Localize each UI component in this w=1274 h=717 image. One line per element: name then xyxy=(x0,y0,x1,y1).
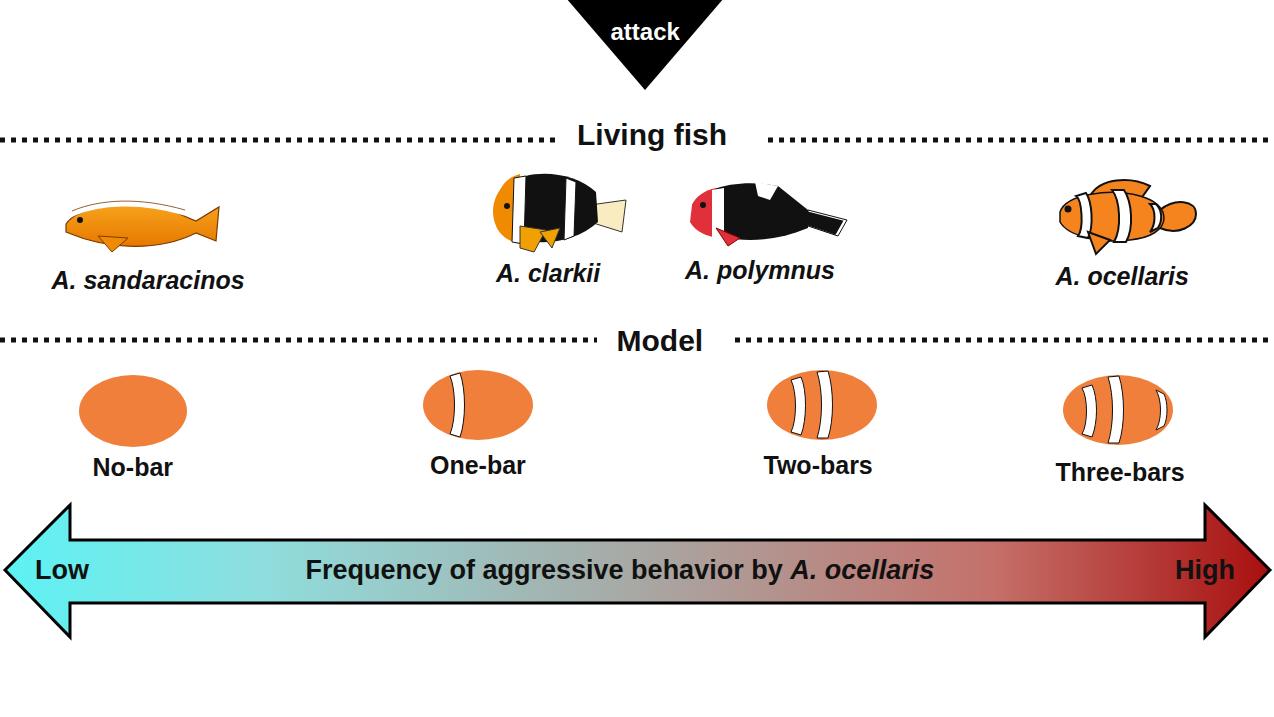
stripe-edge xyxy=(72,201,185,211)
model-one-bar xyxy=(423,370,533,440)
fish-eye xyxy=(77,217,83,223)
double-arrow-shape xyxy=(5,505,1270,637)
tail-edge xyxy=(808,210,847,236)
section-heading: Model xyxy=(607,324,714,358)
triangle-shape xyxy=(566,0,724,90)
fish-fin xyxy=(98,236,128,252)
dotted-line xyxy=(768,138,1274,143)
fish-eye xyxy=(1065,206,1072,213)
fish-ocellaris xyxy=(1060,180,1196,254)
white-bar xyxy=(450,373,465,437)
model-body xyxy=(423,370,533,440)
fish-body xyxy=(66,205,219,246)
axis-label: Frequency of aggressive behavior by A. o… xyxy=(306,555,935,586)
fish-eye xyxy=(504,203,510,209)
white-bar xyxy=(1082,385,1097,437)
fish-eye xyxy=(700,202,706,208)
frequency-double-arrow: Low Frequency of aggressive behavior by A… xyxy=(0,503,1274,639)
italic-species: A. ocellaris xyxy=(790,555,934,585)
model-three-bars xyxy=(1063,375,1173,445)
scale-end-label: Low xyxy=(35,555,89,586)
white-bar xyxy=(1076,193,1092,238)
white-bar xyxy=(1150,204,1161,232)
model-name: Three-bars xyxy=(1056,458,1185,487)
model-body xyxy=(79,375,187,447)
model-name: Two-bars xyxy=(764,451,873,480)
white-bar xyxy=(1156,390,1167,430)
species-name: A. polymnus xyxy=(685,256,835,285)
fish-fin xyxy=(540,228,560,248)
fish-sandaracinos xyxy=(66,201,219,252)
model-two-bars xyxy=(767,370,877,440)
species-name: A. sandaracinos xyxy=(52,266,245,295)
fish-tail xyxy=(1160,202,1196,231)
scale-end-label: High xyxy=(1175,555,1235,586)
species-name: A. ocellaris xyxy=(1056,262,1189,291)
dotted-line xyxy=(735,338,1274,343)
model-body xyxy=(1063,375,1173,445)
fish-fin xyxy=(716,228,740,246)
model-no-bar xyxy=(79,375,187,447)
white-bar xyxy=(791,377,806,435)
white-bar xyxy=(564,178,576,240)
model-body xyxy=(767,370,877,440)
section-heading: Living fish xyxy=(567,118,737,152)
fish-body xyxy=(1060,193,1164,242)
attack-triangle: attack xyxy=(566,0,724,90)
species-name: A. clarkii xyxy=(496,259,600,288)
model-name: No-bar xyxy=(93,453,174,482)
white-bar xyxy=(1108,376,1124,443)
dotted-line xyxy=(0,338,597,343)
white-saddle xyxy=(755,182,778,200)
white-bar xyxy=(817,371,833,438)
white-bar xyxy=(1112,190,1131,242)
fish-fin xyxy=(1088,232,1110,254)
fish-polymnus xyxy=(690,182,847,246)
triangle-label: attack xyxy=(611,18,680,46)
fish-fin xyxy=(520,226,546,252)
dotted-line xyxy=(0,138,555,143)
model-name: One-bar xyxy=(430,451,526,480)
fish-clarkii xyxy=(493,174,626,252)
